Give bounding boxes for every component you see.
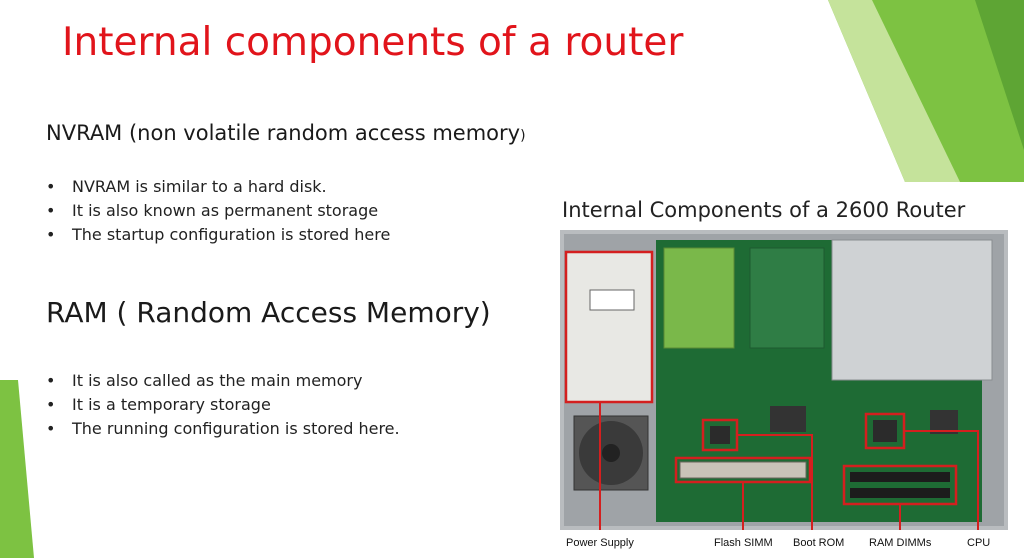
nvram-heading: NVRAM (non volatile random access memory… — [46, 121, 526, 145]
nvram-bullet-list: NVRAM is similar to a hard disk. It is a… — [46, 175, 390, 247]
label-ram-dimms: RAM DIMMs — [869, 537, 932, 549]
board-chip — [770, 406, 806, 432]
power-supply-highlight — [564, 250, 654, 404]
boot-rom-chip — [710, 426, 730, 444]
ram-bullet: It is a temporary storage — [46, 393, 400, 417]
cpu-leader — [904, 430, 979, 530]
deco-wedge-light — [828, 0, 960, 182]
fan-hub — [602, 444, 620, 462]
figure-caption: Internal Components of a 2600 Router — [562, 198, 966, 222]
wic-slot — [749, 247, 825, 349]
ram-heading: RAM ( Random Access Memory) — [46, 296, 491, 329]
label-power-supply: Power Supply — [566, 537, 634, 549]
slide-title: Internal components of a router — [62, 20, 684, 65]
power-supply-unit — [565, 251, 653, 403]
ram-dimm-module — [850, 488, 950, 498]
nvram-heading-suffix: ) — [520, 128, 526, 144]
boot-rom-leader — [737, 434, 813, 530]
label-flash-simm: Flash SIMM — [714, 537, 773, 549]
deco-wedge-left — [0, 380, 34, 558]
deco-wedge-dark — [975, 0, 1024, 150]
ram-bullet: It is also called as the main memory — [46, 369, 400, 393]
nvram-bullet: NVRAM is similar to a hard disk. — [46, 175, 390, 199]
ram-bullet-list: It is also called as the main memory It … — [46, 369, 400, 441]
flash-simm-module — [679, 461, 807, 479]
nvram-heading-text: NVRAM (non volatile random access memory — [46, 121, 521, 145]
wic-card — [663, 247, 735, 349]
ram-dimm-module — [850, 472, 950, 482]
label-cpu: CPU — [967, 537, 991, 549]
label-boot-rom: Boot ROM — [793, 537, 845, 549]
router-board-image — [560, 230, 1008, 530]
power-supply-barcode — [589, 289, 635, 311]
nvram-bullet: It is also known as permanent storage — [46, 199, 390, 223]
cpu-chip — [873, 420, 897, 442]
nvram-bullet: The startup configuration is stored here — [46, 223, 390, 247]
ram-bullet: The running configuration is stored here… — [46, 417, 400, 441]
nm-slot-cover — [831, 239, 993, 381]
